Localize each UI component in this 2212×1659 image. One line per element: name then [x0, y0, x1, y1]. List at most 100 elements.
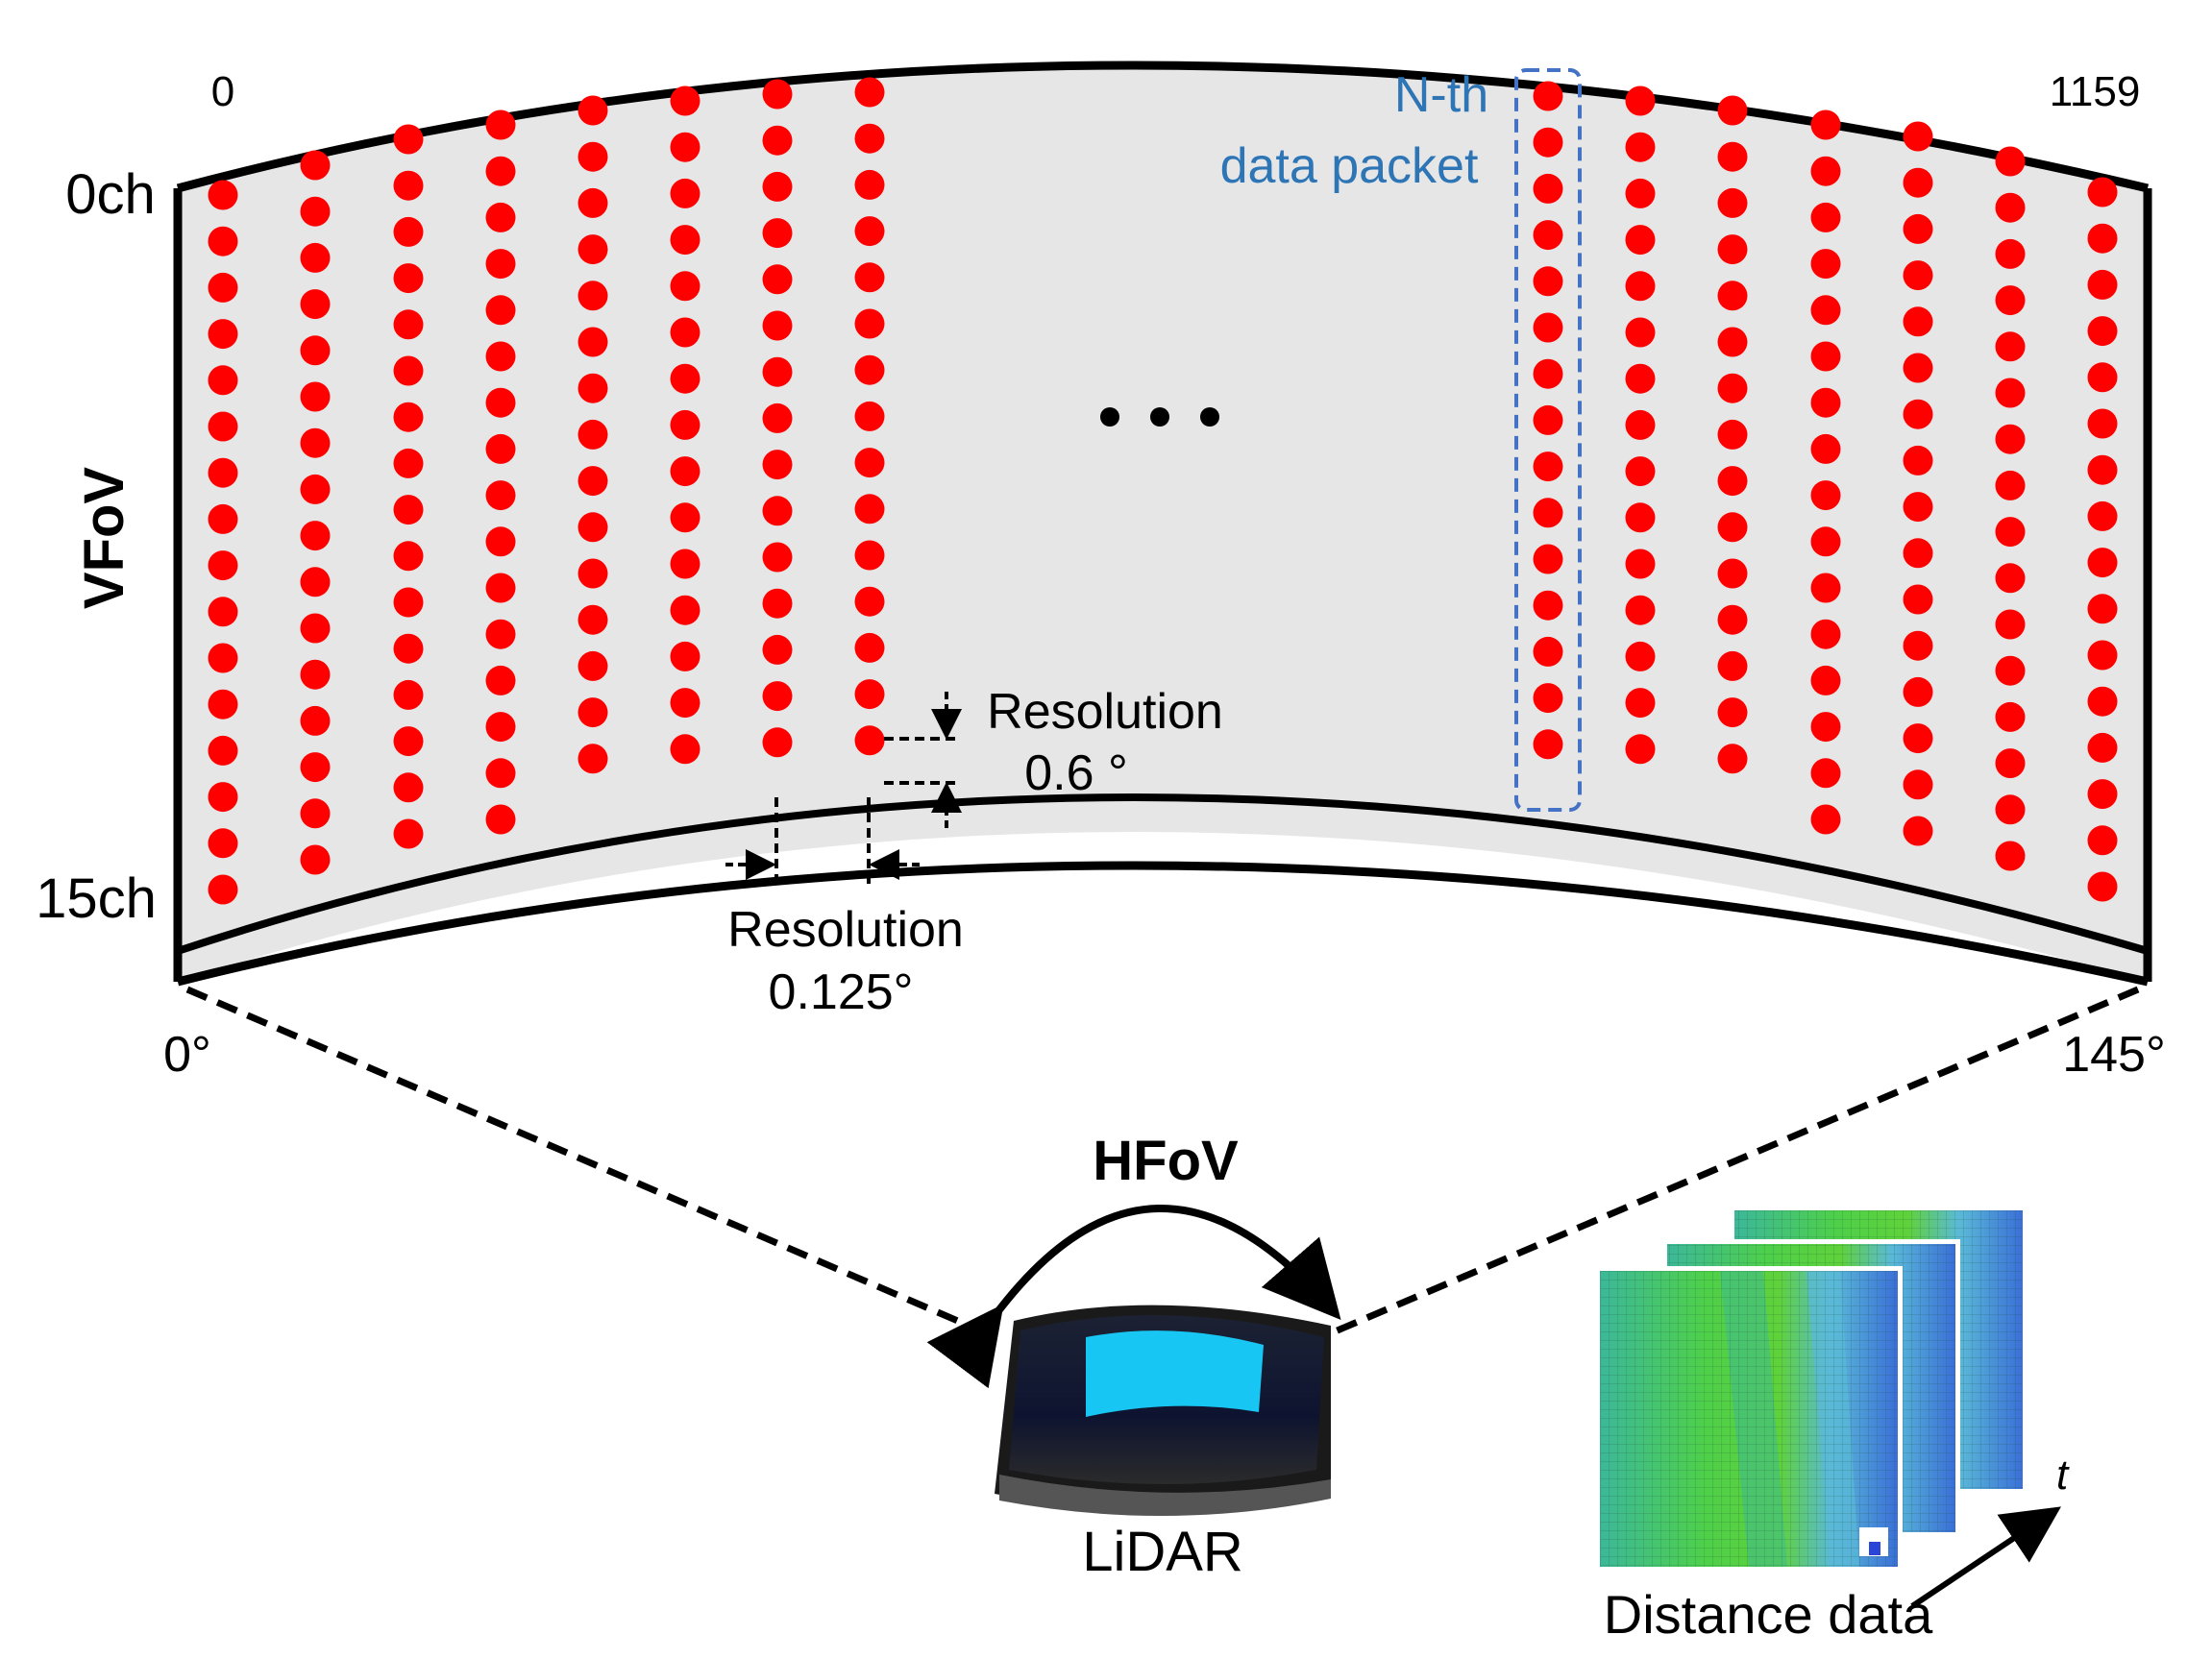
scan-point [485, 712, 516, 743]
column-end-label: 1159 [2050, 68, 2141, 115]
scan-point [578, 327, 608, 357]
scan-point [485, 341, 516, 372]
scan-point [2087, 594, 2118, 624]
scan-point [208, 411, 238, 442]
scan-point [208, 180, 238, 210]
scan-point [208, 643, 238, 673]
screen-upper-bottom-edge [176, 793, 2150, 955]
scan-column [300, 150, 331, 875]
angle-end-label: 145° [2062, 1027, 2166, 1083]
scan-column [485, 110, 516, 835]
scan-point [1810, 295, 1841, 326]
scan-point [208, 226, 238, 256]
scan-point [208, 782, 238, 813]
scan-point [1533, 404, 1563, 435]
lidar-device-icon [995, 1305, 1331, 1517]
scan-point [762, 356, 793, 387]
scan-point [485, 387, 516, 418]
scan-point [1717, 95, 1748, 126]
scan-point [300, 289, 331, 320]
scan-point [854, 262, 885, 293]
scan-point [670, 595, 700, 625]
scan-point [1625, 409, 1656, 440]
scan-point [485, 249, 516, 280]
scan-point [300, 705, 331, 736]
scan-column [208, 180, 238, 905]
scan-point [854, 77, 885, 108]
scan-point [2087, 316, 2118, 347]
scan-point [300, 150, 331, 181]
scan-column [1810, 110, 1841, 835]
scan-point [762, 727, 793, 758]
scan-point [670, 132, 700, 162]
scan-point [1903, 723, 1933, 754]
scan-point [208, 597, 238, 627]
scan-point [1717, 558, 1748, 589]
scan-point [208, 365, 238, 396]
scan-point [854, 494, 885, 525]
scan-point [762, 450, 793, 480]
scan-point [300, 659, 331, 690]
scan-point [1995, 748, 2026, 779]
scan-point [2087, 686, 2118, 717]
scan-point [393, 726, 424, 757]
scan-point [2087, 825, 2118, 856]
scan-point [1903, 584, 1933, 615]
scan-point [485, 110, 516, 140]
angle-start-label: 0° [163, 1027, 211, 1083]
scan-point [670, 688, 700, 719]
scan-point [1533, 127, 1563, 158]
scan-point [393, 355, 424, 386]
scan-point [208, 457, 238, 488]
screen-lower-bottom-edge [176, 861, 2149, 987]
scan-point [300, 752, 331, 783]
distance-data-frames: t [1595, 1206, 2070, 1609]
scan-point [208, 550, 238, 581]
scan-point [300, 613, 331, 644]
scan-point [393, 818, 424, 849]
scan-point [2087, 454, 2118, 485]
scan-point [1810, 758, 1841, 789]
hfov-arc-icon [926, 1205, 1341, 1389]
packet-label-line2: data packet [1220, 138, 1479, 194]
scan-point [1903, 769, 1933, 800]
scan-point [670, 178, 700, 208]
scan-point [762, 310, 793, 341]
scan-point [1995, 192, 2026, 223]
scan-column [1717, 95, 1748, 774]
scan-point [2087, 177, 2118, 207]
scan-point [1810, 156, 1841, 186]
scan-point [1810, 573, 1841, 603]
scan-point [1533, 636, 1563, 667]
distance-frame-1 [1595, 1266, 1903, 1572]
scan-point [1810, 712, 1841, 743]
scan-point [1995, 655, 2026, 686]
scan-point [1625, 271, 1656, 302]
scan-point [300, 567, 331, 598]
scan-point [1625, 456, 1656, 487]
scan-point [1903, 492, 1933, 523]
scan-point [393, 495, 424, 525]
scan-point [578, 419, 608, 450]
scan-point [578, 604, 608, 635]
scan-point [2087, 871, 2118, 902]
scan-point [854, 540, 885, 571]
scan-point [670, 85, 700, 116]
scan-point [208, 689, 238, 720]
scan-point [1533, 81, 1563, 111]
scan-point [485, 758, 516, 789]
scan-point [854, 679, 885, 710]
scan-point [1995, 701, 2026, 732]
scan-point [762, 588, 793, 619]
scan-point [670, 641, 700, 671]
scan-point [1903, 445, 1933, 476]
scan-point [1810, 480, 1841, 511]
vertical-resolution-marker [884, 692, 962, 828]
scan-point [2087, 779, 2118, 810]
scan-point [485, 665, 516, 695]
scan-point [670, 409, 700, 440]
scan-point [1717, 697, 1748, 728]
scan-point [762, 542, 793, 573]
scan-point [670, 549, 700, 579]
scan-point [1903, 167, 1933, 198]
